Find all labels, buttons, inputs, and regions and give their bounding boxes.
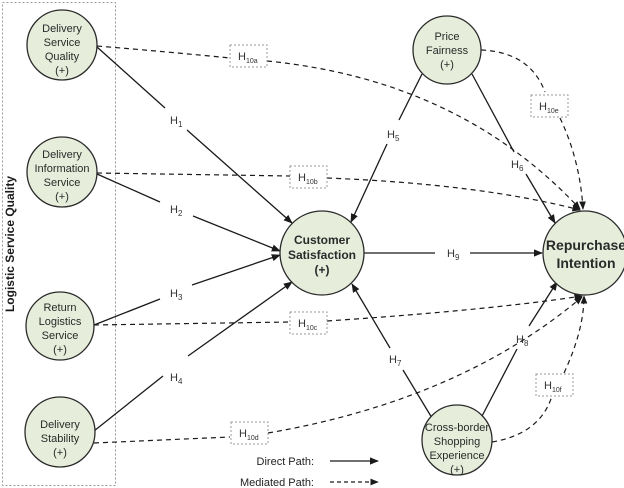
label-h10b: H10b <box>298 172 318 186</box>
path-h1-segment-b <box>186 129 293 224</box>
mediated-path-h10e-a <box>480 49 546 93</box>
path-h3-segment-b <box>191 254 281 286</box>
label-h10d: H10d <box>239 428 259 442</box>
path-h2-segment-b <box>192 215 281 252</box>
mediated-path-h10c-b <box>326 293 583 322</box>
mediated-path-h10a-a <box>96 45 231 59</box>
path-h4-segment-b <box>187 281 293 357</box>
label-h4: H4 <box>170 372 183 386</box>
mediated-path-h10d-a <box>93 436 231 444</box>
path-h2-segment-a <box>96 173 161 203</box>
label-h1: H1 <box>170 115 183 129</box>
h10d-box <box>230 421 269 445</box>
path-h5-segment-b <box>350 143 388 223</box>
mediated-path-h10d-b <box>267 296 583 434</box>
path-h6-segment-a <box>471 73 515 153</box>
label-h3: H3 <box>170 288 183 302</box>
h10c-box <box>289 311 328 335</box>
mediated-path-h10e-b <box>559 117 586 210</box>
label-h10c: H10c <box>298 318 318 332</box>
mediated-path-h10b-a <box>96 172 291 177</box>
legend: Direct Path: Mediated Path: <box>240 456 379 488</box>
path-h7-segment-b <box>351 283 391 349</box>
logistic-service-quality-group-box <box>2 2 116 486</box>
path-h1-segment-a <box>96 46 166 109</box>
path-h7-segment-a <box>402 369 433 419</box>
label-h7: H7 <box>389 354 402 368</box>
label-h6: H6 <box>511 159 524 173</box>
mediated-path-h10f-a <box>491 395 553 443</box>
label-h10a: H10a <box>238 51 258 65</box>
path-h8-segment-a <box>480 348 518 419</box>
legend-direct-label: Direct Path: <box>257 456 314 468</box>
label-h5: H5 <box>387 129 400 143</box>
h10f-box <box>535 373 574 397</box>
h10e-box <box>530 94 569 118</box>
mediated-path-h10f-b <box>563 295 588 374</box>
h10a-box <box>229 44 268 68</box>
label-h10e: H10e <box>539 101 559 115</box>
path-h5-segment-a <box>398 73 423 121</box>
path-h4-segment-a <box>93 375 164 432</box>
label-h8: H8 <box>516 334 529 348</box>
h10b-box <box>289 165 328 189</box>
path-h6-segment-b <box>525 173 556 224</box>
label-h2: H2 <box>170 204 183 218</box>
label-h10f: H10f <box>544 380 562 394</box>
label-h9: H9 <box>447 248 460 262</box>
mediated-path-h10b-b <box>326 177 581 212</box>
logistic-service-quality-label: Logistic Service Quality <box>3 176 17 312</box>
path-h8-segment-b <box>528 281 558 327</box>
path-h3-segment-a <box>93 298 161 326</box>
mediated-path-h10a-b <box>266 60 581 210</box>
legend-mediated-label: Mediated Path: <box>240 477 314 488</box>
mediated-path-h10c-a <box>93 321 291 326</box>
